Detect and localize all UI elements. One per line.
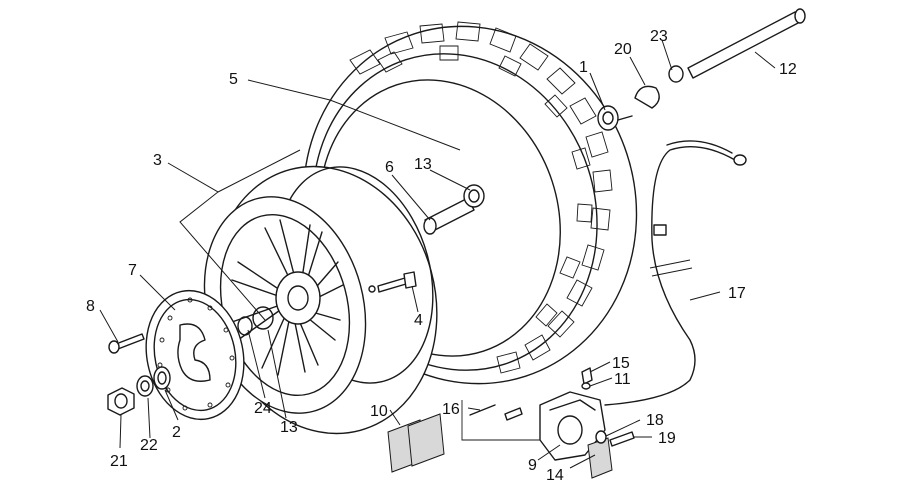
- callout-19: 19: [658, 430, 676, 447]
- callout-10: 10: [370, 403, 388, 420]
- brake-pads: [387, 413, 445, 473]
- callout-7: 7: [128, 262, 137, 279]
- axle-nut-and-washers: [107, 366, 171, 416]
- callout-9: 9: [528, 457, 537, 474]
- callout-17: 17: [728, 285, 746, 302]
- callout-24: 24: [254, 400, 272, 417]
- wheel-axle: [597, 8, 806, 131]
- callout-labels: 1 2 3 4 5 6 7 8 9 10 11 12 13 13 14 15 1…: [86, 28, 797, 482]
- wheel-rim: [203, 165, 438, 435]
- callout-13-bottom: 13: [280, 419, 298, 436]
- bearing-13-left: [252, 306, 274, 330]
- rim-bolt-4: [368, 271, 417, 293]
- callout-22: 22: [140, 437, 158, 454]
- o-ring-24: [237, 316, 253, 336]
- washer-23: [668, 65, 684, 83]
- callout-5: 5: [229, 71, 238, 88]
- callout-23: 23: [650, 28, 668, 45]
- bleeder-15: [581, 367, 593, 385]
- callout-21: 21: [110, 453, 128, 470]
- callout-4: 4: [414, 312, 423, 329]
- callout-15: 15: [612, 355, 630, 372]
- speedometer-cable: [604, 140, 747, 406]
- cap-11: [581, 382, 591, 390]
- brake-disc: [145, 289, 245, 421]
- callout-14: 14: [546, 467, 564, 482]
- callout-3: 3: [153, 152, 162, 169]
- leader-lines: [99, 39, 776, 469]
- callout-16: 16: [442, 401, 460, 418]
- bolt-19: [609, 431, 635, 447]
- pad-spring-14: [587, 437, 613, 479]
- disc-bolt-8: [108, 333, 145, 354]
- callout-12: 12: [779, 61, 797, 78]
- callout-8: 8: [86, 298, 95, 315]
- callout-2: 2: [172, 424, 181, 441]
- callout-20: 20: [614, 41, 632, 58]
- speedo-drive-20: [634, 85, 660, 109]
- washer-18: [595, 430, 607, 444]
- callout-13-top: 13: [414, 156, 432, 173]
- callout-11: 11: [614, 371, 631, 388]
- callout-18: 18: [646, 412, 664, 429]
- callout-1: 1: [579, 59, 588, 76]
- bearing-1: [597, 105, 619, 131]
- spacer-and-bearing: [423, 184, 485, 235]
- pad-pin-16: [461, 400, 540, 441]
- callout-6: 6: [385, 159, 394, 176]
